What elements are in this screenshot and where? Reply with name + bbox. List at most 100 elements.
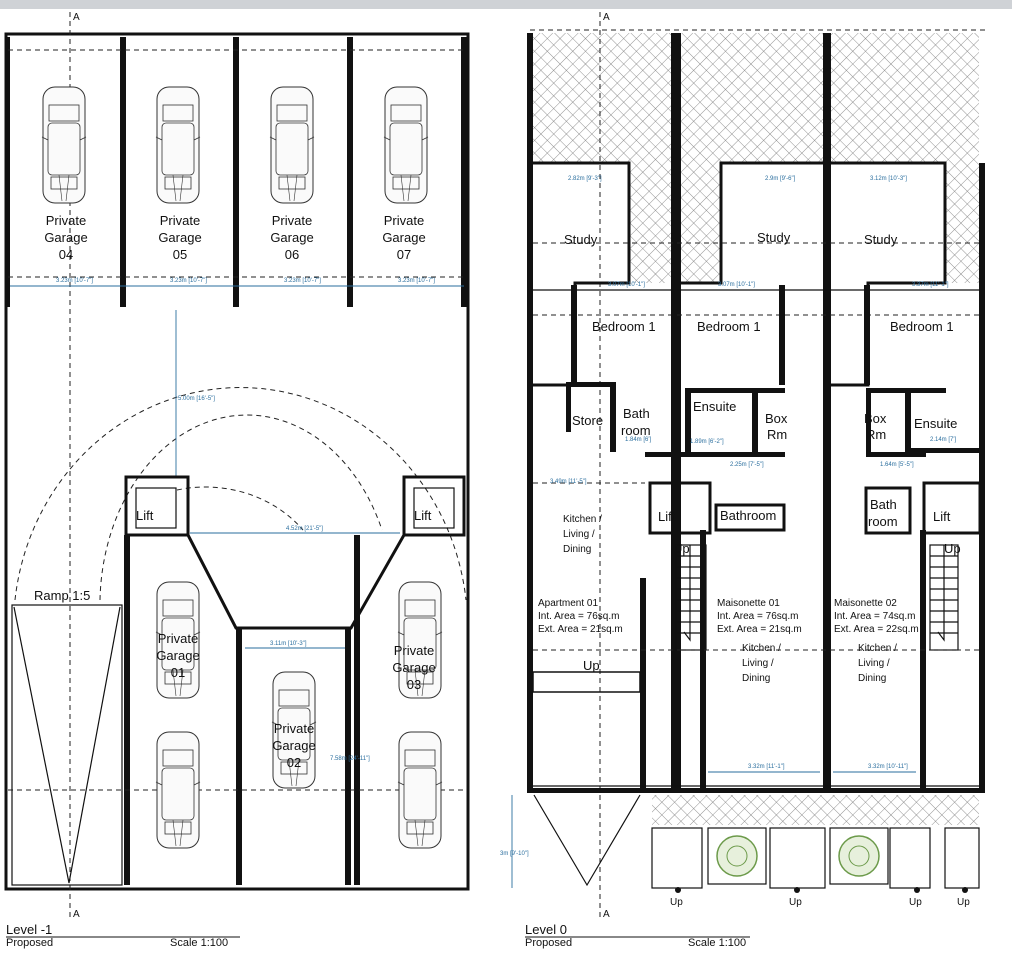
window-top-band — [0, 0, 1012, 9]
front-hatch — [652, 795, 979, 825]
lift-label-b: Lift — [933, 509, 951, 524]
room-ensuite-1: Ensuite — [693, 399, 736, 414]
garage-wall — [233, 37, 239, 307]
front-steps — [651, 827, 703, 889]
garage-label: Garage — [156, 648, 199, 663]
dim-top-width-3: 3.23m [10'-7"] — [284, 278, 321, 284]
garage-wall — [120, 37, 126, 307]
hall-wall — [640, 578, 646, 788]
front-wall — [527, 788, 985, 793]
room-study-3: Study — [864, 232, 898, 247]
lift-shaft-right — [402, 475, 466, 537]
front-steps — [889, 827, 931, 889]
ramp-funnel-wall — [186, 534, 406, 630]
ramp-area — [11, 604, 123, 886]
dim-top-width-2: 3.23m [10'-7"] — [170, 278, 207, 284]
partition — [671, 285, 677, 385]
up-arrow-icon — [675, 887, 681, 893]
dim-g02-depth: 7.58m [24'-11"] — [330, 756, 370, 762]
section-marker-top: A — [603, 12, 610, 23]
dim-d14: 3.32m [10'-11"] — [868, 764, 908, 770]
room-kitchen-living-dining: Living / — [563, 529, 595, 540]
room-kitchen-living-dining: Dining — [563, 544, 591, 555]
entrance-up-label: Up — [957, 897, 970, 908]
garage-label: Private — [394, 643, 434, 658]
garage-label: 01 — [171, 665, 185, 680]
car-icon — [155, 731, 201, 849]
level-minus1-plan: A A PrivateGarage04PrivateGarage05Privat… — [4, 12, 470, 920]
lower-wall — [124, 535, 130, 885]
party-wall — [671, 33, 681, 793]
lift-car-left — [135, 487, 177, 529]
unit-int-area: Int. Area = 76sq.m — [538, 611, 619, 622]
party-wall — [527, 33, 533, 793]
room-kitchen-living-dining: Dining — [858, 673, 886, 684]
room-kitchen-living-dining: Dining — [742, 673, 770, 684]
step-up-label: Up — [583, 658, 600, 673]
unit1-rear-wall — [533, 161, 631, 387]
lift-label-a: Lift — [658, 509, 676, 524]
unit-name: Apartment 01 — [538, 598, 598, 609]
room-bedroom-2: Bedroom 1 — [697, 319, 761, 334]
room-box-2: Box — [864, 411, 887, 426]
step — [532, 671, 641, 693]
garage-wall — [6, 37, 10, 307]
unit2-rear-wall — [681, 161, 823, 285]
garage-wall — [461, 37, 467, 307]
dim-d4: 3.07m [10'-1"] — [608, 282, 645, 288]
bathroom-box-b — [864, 486, 912, 535]
room-bathroom-a: room — [621, 423, 651, 438]
level-minus1-status: Proposed — [6, 937, 53, 949]
front-steps — [944, 827, 980, 889]
room-kitchen-living-dining: Living / — [742, 658, 774, 669]
garden-hatch — [681, 33, 823, 163]
stair-up-label: Up — [944, 541, 961, 556]
dim-top-width-4: 3.23m [10'-7"] — [398, 278, 435, 284]
party-wall — [823, 33, 831, 793]
unit-ext-area: Ext. Area = 22sq.m — [834, 624, 919, 635]
unit-int-area: Int. Area = 76sq.m — [717, 611, 798, 622]
basement-outline — [4, 32, 470, 891]
turning-arc-outer — [14, 387, 467, 601]
room-bathroom-b: Bathroom — [720, 508, 776, 523]
partition — [905, 388, 911, 452]
lift-shaft-a — [648, 481, 712, 535]
hall-wall — [920, 530, 926, 792]
entrance-up-label: Up — [909, 897, 922, 908]
level-minus1-scale: Scale 1:100 — [170, 937, 228, 949]
dim-d12: 1.64m [5'-5"] — [880, 462, 914, 468]
section-marker-top: A — [73, 12, 80, 23]
stair-b — [929, 544, 959, 651]
partition — [571, 285, 577, 385]
room-kitchen-living-dining: Living / — [858, 658, 890, 669]
room-bathroom-c: Bath — [870, 497, 897, 512]
partition — [685, 388, 691, 452]
entrance-up-label: Up — [789, 897, 802, 908]
garage-label: Private — [384, 213, 424, 228]
room-study-2: Study — [757, 230, 791, 245]
section-marker-bottom: A — [73, 909, 80, 920]
stair-up-label: Up — [673, 541, 690, 556]
garage-label: 06 — [285, 247, 299, 262]
partition — [610, 382, 616, 452]
car-icon — [155, 86, 201, 204]
dim-d16: 3m [9'-10"] — [500, 851, 529, 857]
garage-label: Garage — [44, 230, 87, 245]
partition — [864, 285, 870, 385]
partition — [685, 388, 785, 393]
lift-label-left: Lift — [136, 508, 154, 523]
lift-car-right — [413, 487, 455, 529]
room-study-1: Study — [564, 232, 598, 247]
garage-wall — [347, 37, 353, 307]
level-0-status: Proposed — [525, 937, 572, 949]
room-kitchen-living-dining: Kitchen / — [742, 643, 781, 654]
dim-d10: 2.25m [7'-5"] — [730, 462, 764, 468]
lower-wall — [345, 628, 351, 885]
dim-d11: 2.14m [7'] — [930, 437, 956, 443]
garage-label: Garage — [270, 230, 313, 245]
unit-ext-area: Ext. Area = 21sq.m — [538, 624, 623, 635]
dim-d3: 3.12m [10'-3"] — [870, 176, 907, 182]
garage-label: 02 — [287, 755, 301, 770]
garage-label: Garage — [392, 660, 435, 675]
garage-label: 03 — [407, 677, 421, 692]
